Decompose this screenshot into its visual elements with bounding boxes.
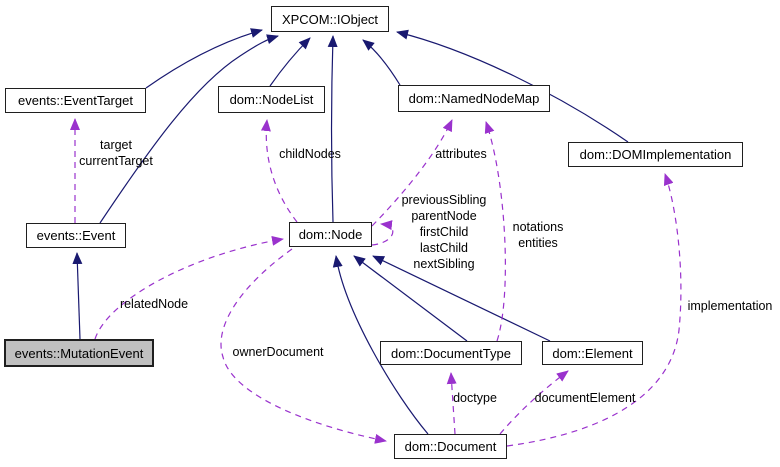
edge-label-ownerdocument: ownerDocument — [232, 345, 324, 359]
class-node-dom-namednodemap[interactable]: dom::NamedNodeMap — [398, 85, 550, 112]
edge-inheritance-eventtarget-iobject — [145, 28, 263, 89]
edge-usage-node-self-loop — [371, 220, 394, 246]
class-node-dom-nodelist[interactable]: dom::NodeList — [218, 86, 325, 113]
edge-label-implementation: implementation — [687, 299, 773, 313]
edge-label-documentelement: documentElement — [534, 391, 636, 405]
edge-inheritance-domimplementation-iobject — [396, 29, 629, 143]
edge-inheritance-namednodemap-iobject — [362, 39, 401, 86]
edge-inheritance-node-iobject — [327, 35, 338, 223]
edge-label-node-self-attrs: previousSibling parentNode firstChild la… — [401, 193, 487, 271]
edge-inheritance-element-node — [372, 255, 551, 342]
edge-label-doctype: doctype — [453, 391, 497, 405]
edge-label-target-currenttarget: target currentTarget — [79, 138, 153, 168]
edge-inheritance-mutationevent-event — [72, 252, 83, 340]
class-node-dom-element[interactable]: dom::Element — [542, 341, 643, 365]
edge-label-notations-entities: notations entities — [512, 220, 564, 250]
edge-label-attributes: attributes — [435, 147, 487, 161]
edge-usage-document-domimplementation — [506, 173, 682, 447]
class-node-xpcom-iobject[interactable]: XPCOM::IObject — [271, 6, 389, 32]
edge-usage-documenttype-namednodemap — [484, 121, 506, 342]
edge-inheritance-nodelist-iobject — [269, 37, 311, 87]
class-node-events-eventtarget[interactable]: events::EventTarget — [5, 88, 146, 113]
edge-label-relatednode: relatedNode — [119, 297, 189, 311]
edge-inheritance-documenttype-node — [353, 255, 468, 342]
class-node-dom-domimplementation[interactable]: dom::DOMImplementation — [568, 142, 743, 167]
edge-inheritance-document-node — [332, 255, 429, 435]
class-node-dom-documenttype[interactable]: dom::DocumentType — [380, 341, 522, 365]
edge-inheritance-event-iobject — [99, 34, 279, 224]
edge-usage-node-nodelist — [260, 119, 298, 223]
edge-usage-document-element — [499, 370, 569, 435]
edge-usage-node-document — [220, 248, 387, 444]
class-node-events-event[interactable]: events::Event — [26, 223, 126, 248]
edge-usage-mutationevent-node — [94, 235, 284, 340]
class-node-dom-node[interactable]: dom::Node — [289, 222, 372, 247]
edge-usage-node-namednodemap — [371, 119, 453, 227]
edge-label-childnodes: childNodes — [279, 147, 341, 161]
class-node-events-mutationevent: events::MutationEvent — [4, 339, 154, 367]
class-node-dom-document[interactable]: dom::Document — [394, 434, 507, 459]
